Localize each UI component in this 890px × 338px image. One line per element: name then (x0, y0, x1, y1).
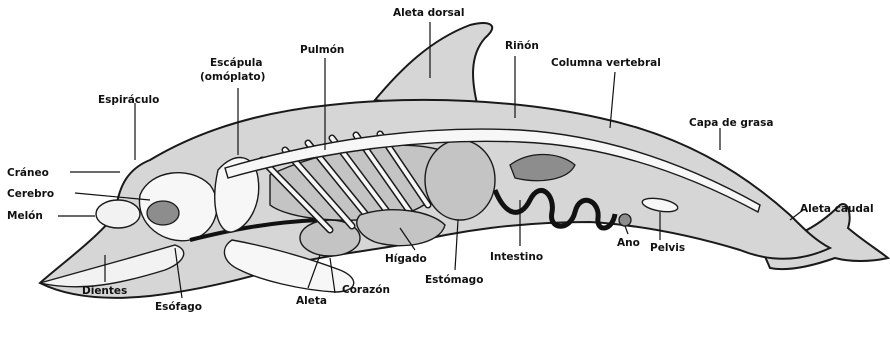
label-aleta: Aleta (296, 295, 327, 307)
brain-shape (147, 201, 179, 225)
anus-shape (619, 214, 631, 226)
label-ano: Ano (617, 237, 640, 249)
label-estomago: Estómago (425, 274, 483, 286)
label-escapula: Escápula (210, 57, 262, 69)
label-capa-de-grasa: Capa de grasa (689, 117, 773, 129)
melon-shape (96, 200, 140, 228)
label-esofago: Esófago (155, 301, 202, 313)
label-cerebro: Cerebro (7, 188, 54, 200)
label-omoplato: (omóplato) (200, 71, 265, 83)
label-pulmon: Pulmón (300, 44, 344, 56)
label-espiraculo: Espiráculo (98, 94, 159, 106)
label-aleta-dorsal: Aleta dorsal (393, 7, 464, 19)
label-dientes: Dientes (82, 285, 127, 297)
label-aleta-caudal: Aleta caudal (800, 203, 874, 215)
stomach-shape (425, 140, 495, 220)
label-columna-vertebral: Columna vertebral (551, 57, 661, 69)
label-intestino: Intestino (490, 251, 543, 263)
label-melon: Melón (7, 210, 43, 222)
label-higado: Hígado (385, 253, 427, 265)
label-corazon: Corazón (342, 284, 390, 296)
label-rinon: Riñón (505, 40, 539, 52)
label-pelvis: Pelvis (650, 242, 685, 254)
label-craneo: Cráneo (7, 167, 49, 179)
